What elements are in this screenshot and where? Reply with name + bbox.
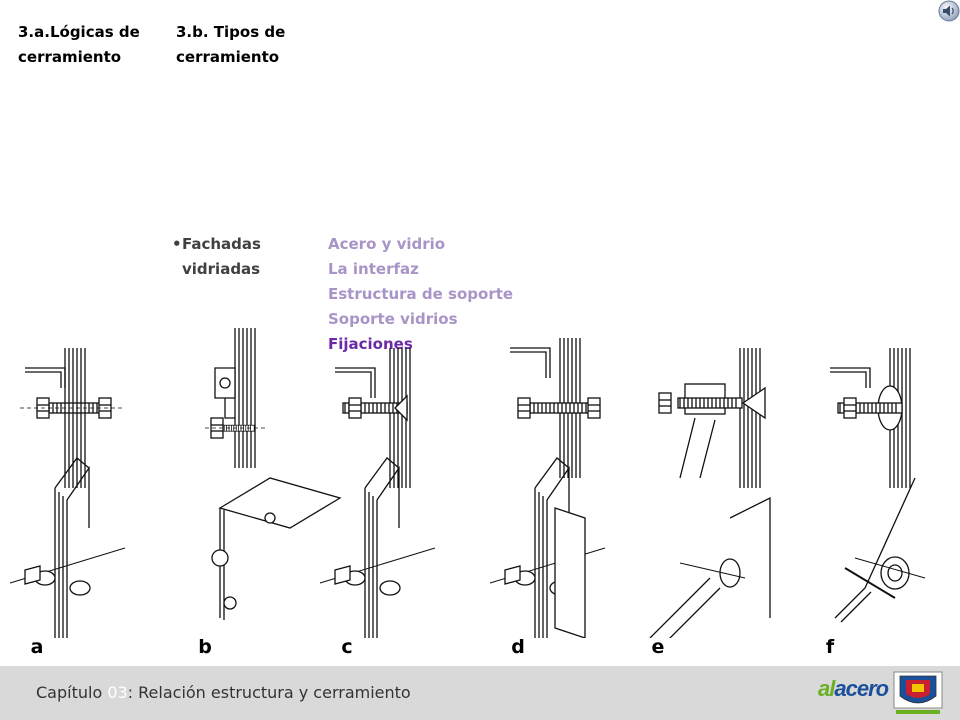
figure-label-e: e xyxy=(651,636,665,658)
footer-prefix: Capítulo xyxy=(36,683,108,702)
logo-part-al: al xyxy=(818,676,835,701)
fixing-c-iso xyxy=(319,457,436,638)
fixing-e-iso xyxy=(649,496,771,638)
figure-label-c: c xyxy=(341,636,353,658)
bullet-text: Fachadas vidriadas xyxy=(182,235,261,278)
menu-item-interfaz[interactable]: La interfaz xyxy=(328,260,419,278)
menu-item-soporte-vidrios[interactable]: Soporte vidrios xyxy=(328,310,458,328)
heading-tipos[interactable]: 3.b. Tipos de cerramiento xyxy=(176,23,286,66)
figure-label-b: b xyxy=(198,636,212,658)
footer-title: : Relación estructura y cerramiento xyxy=(127,683,411,702)
fixing-a-iso xyxy=(9,457,126,638)
menu-item-estructura-soporte[interactable]: Estructura de soporte xyxy=(328,285,514,303)
fixing-e-section xyxy=(658,347,766,489)
logo-part-acero: acero xyxy=(834,676,889,701)
footer-bar: Capítulo 03: Relación estructura y cerra… xyxy=(0,666,960,720)
fixing-d-iso xyxy=(489,457,606,638)
figure-label-f: f xyxy=(825,636,835,658)
speaker-icon[interactable] xyxy=(938,0,960,22)
figure-label-a: a xyxy=(30,636,44,658)
fixing-b-iso xyxy=(211,477,342,620)
figure-label-d: d xyxy=(511,636,525,658)
menu-item-acero-vidrio[interactable]: Acero y vidrio xyxy=(328,235,446,253)
bullet-fachadas: •Fachadas vidriadas xyxy=(172,232,282,282)
topic-menu: Acero y vidrio La interfaz Estructura de… xyxy=(328,232,513,357)
alacero-logo: alacero xyxy=(818,676,889,702)
footer-chapter-title: Capítulo 03: Relación estructura y cerra… xyxy=(36,683,411,702)
fixing-a-section xyxy=(20,347,125,489)
fixing-b-section xyxy=(205,328,265,469)
fixing-d-section xyxy=(510,337,601,479)
fixings-drawings xyxy=(9,328,926,638)
fixing-f-iso xyxy=(834,477,926,623)
fixing-c-section xyxy=(335,347,411,489)
university-crest-icon xyxy=(893,671,943,714)
fixing-f-section xyxy=(830,347,911,489)
footer-chapter-number: 03 xyxy=(107,683,128,702)
menu-item-fijaciones[interactable]: Fijaciones xyxy=(328,335,413,353)
heading-logicas: 3.a.Lógicas de cerramiento xyxy=(18,23,140,66)
